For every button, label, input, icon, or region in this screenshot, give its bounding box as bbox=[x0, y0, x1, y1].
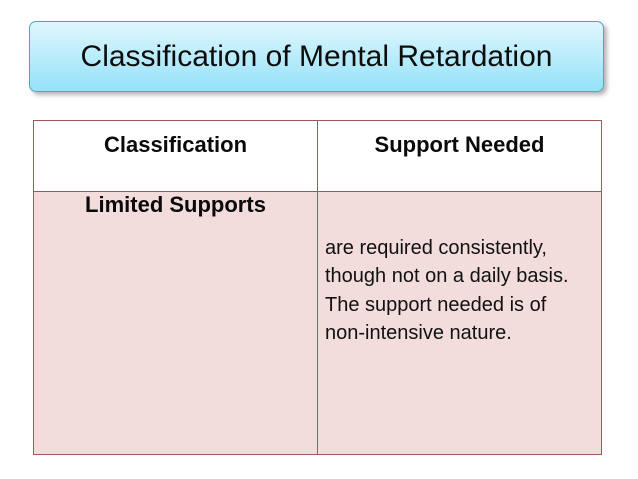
table-header-cell-support: Support Needed bbox=[317, 120, 602, 192]
slide-title-banner: Classification of Mental Retardation bbox=[29, 21, 604, 92]
table-header-cell-classification: Classification bbox=[33, 120, 318, 192]
support-needed-description: are required consistently, though not on… bbox=[325, 237, 569, 345]
page-title: Classification of Mental Retardation bbox=[80, 39, 553, 73]
table-header-label-support: Support Needed bbox=[374, 132, 545, 157]
classification-name: Limited Supports bbox=[85, 192, 266, 217]
table-cell-classification: Limited Supports bbox=[33, 191, 318, 455]
table-header-row: Classification Support Needed bbox=[33, 120, 602, 192]
table-cell-support-needed: are required consistently, though not on… bbox=[317, 191, 602, 455]
table-row: Limited Supports are required consistent… bbox=[33, 191, 602, 455]
classification-table: Classification Support Needed Limited Su… bbox=[33, 120, 602, 455]
table-header-label-classification: Classification bbox=[103, 132, 248, 157]
